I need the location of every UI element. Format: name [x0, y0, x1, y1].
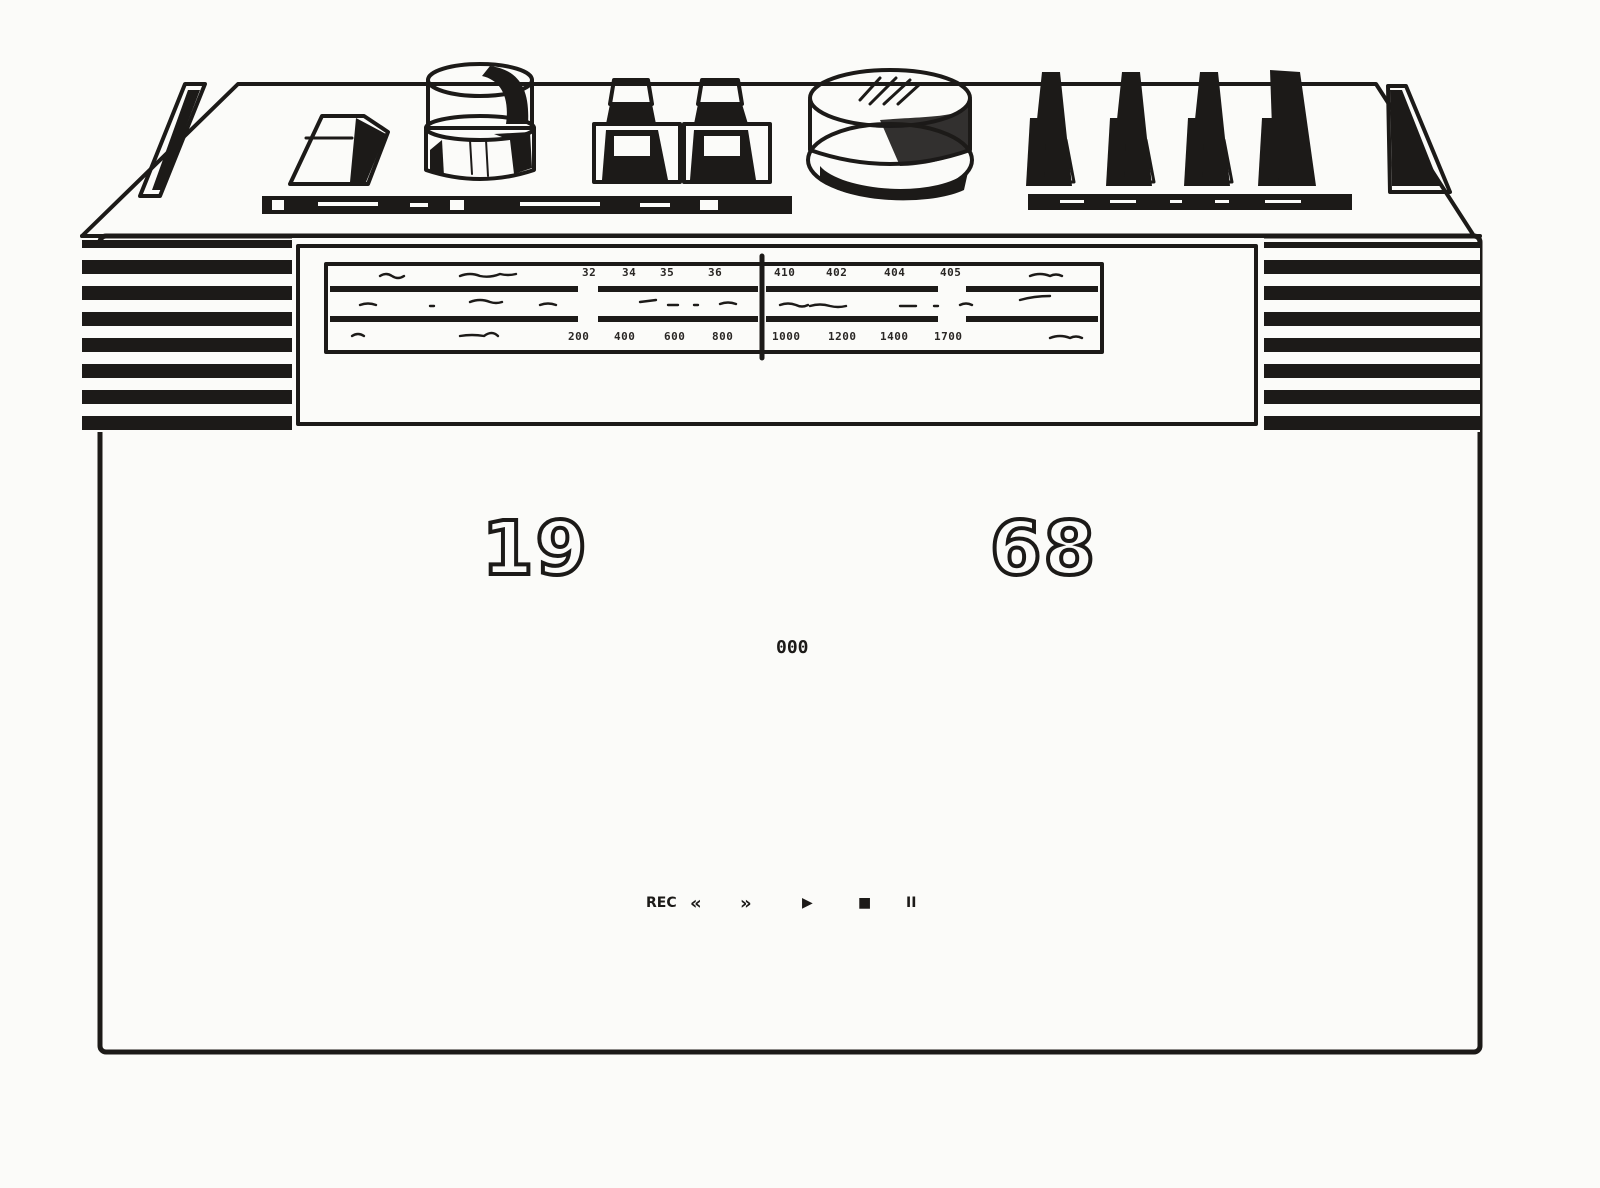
- dial-label: 36: [708, 266, 723, 279]
- tone-knob[interactable]: [806, 68, 974, 201]
- slider-4[interactable]: [1258, 70, 1316, 186]
- slider-2[interactable]: [1106, 72, 1156, 186]
- fast-forward-icon: »: [740, 893, 752, 914]
- dial-label: 32: [582, 266, 597, 279]
- rewind-icon: «: [690, 893, 702, 914]
- dial-label: 600: [664, 330, 686, 343]
- dial-label: 405: [940, 266, 962, 279]
- volume-knob[interactable]: [424, 62, 536, 181]
- tuning-dial-window: [324, 253, 1104, 361]
- dial-label: 400: [614, 330, 636, 343]
- top-deck: [80, 82, 1476, 238]
- dial-label: 1400: [880, 330, 909, 343]
- switch-2[interactable]: [682, 78, 772, 184]
- pause-icon: II: [906, 895, 917, 911]
- dial-label: 410: [774, 266, 796, 279]
- stop-icon: ■: [858, 895, 872, 911]
- dial-label: 404: [884, 266, 906, 279]
- tape-counter-value: 000: [776, 637, 809, 658]
- slider-3[interactable]: [1184, 72, 1234, 186]
- year-digits-left: 19: [480, 506, 589, 592]
- dial-label: 34: [622, 266, 637, 279]
- play-icon: ▶: [802, 895, 813, 911]
- dial-label: 1200: [828, 330, 857, 343]
- band-selector-button[interactable]: [288, 114, 390, 186]
- left-side-grille: [82, 240, 292, 432]
- slider-group: [1026, 70, 1316, 186]
- dial-label: 800: [712, 330, 734, 343]
- year-digits-right: 68: [988, 506, 1097, 592]
- dial-label: 1000: [772, 330, 801, 343]
- slider-1[interactable]: [1026, 72, 1076, 186]
- right-side-grille: [1264, 242, 1480, 432]
- dial-label: 1700: [934, 330, 963, 343]
- dial-label: 200: [568, 330, 590, 343]
- dial-label: 35: [660, 266, 675, 279]
- switch-1[interactable]: [592, 78, 682, 184]
- dial-label: 402: [826, 266, 848, 279]
- rec-label: REC: [646, 895, 677, 911]
